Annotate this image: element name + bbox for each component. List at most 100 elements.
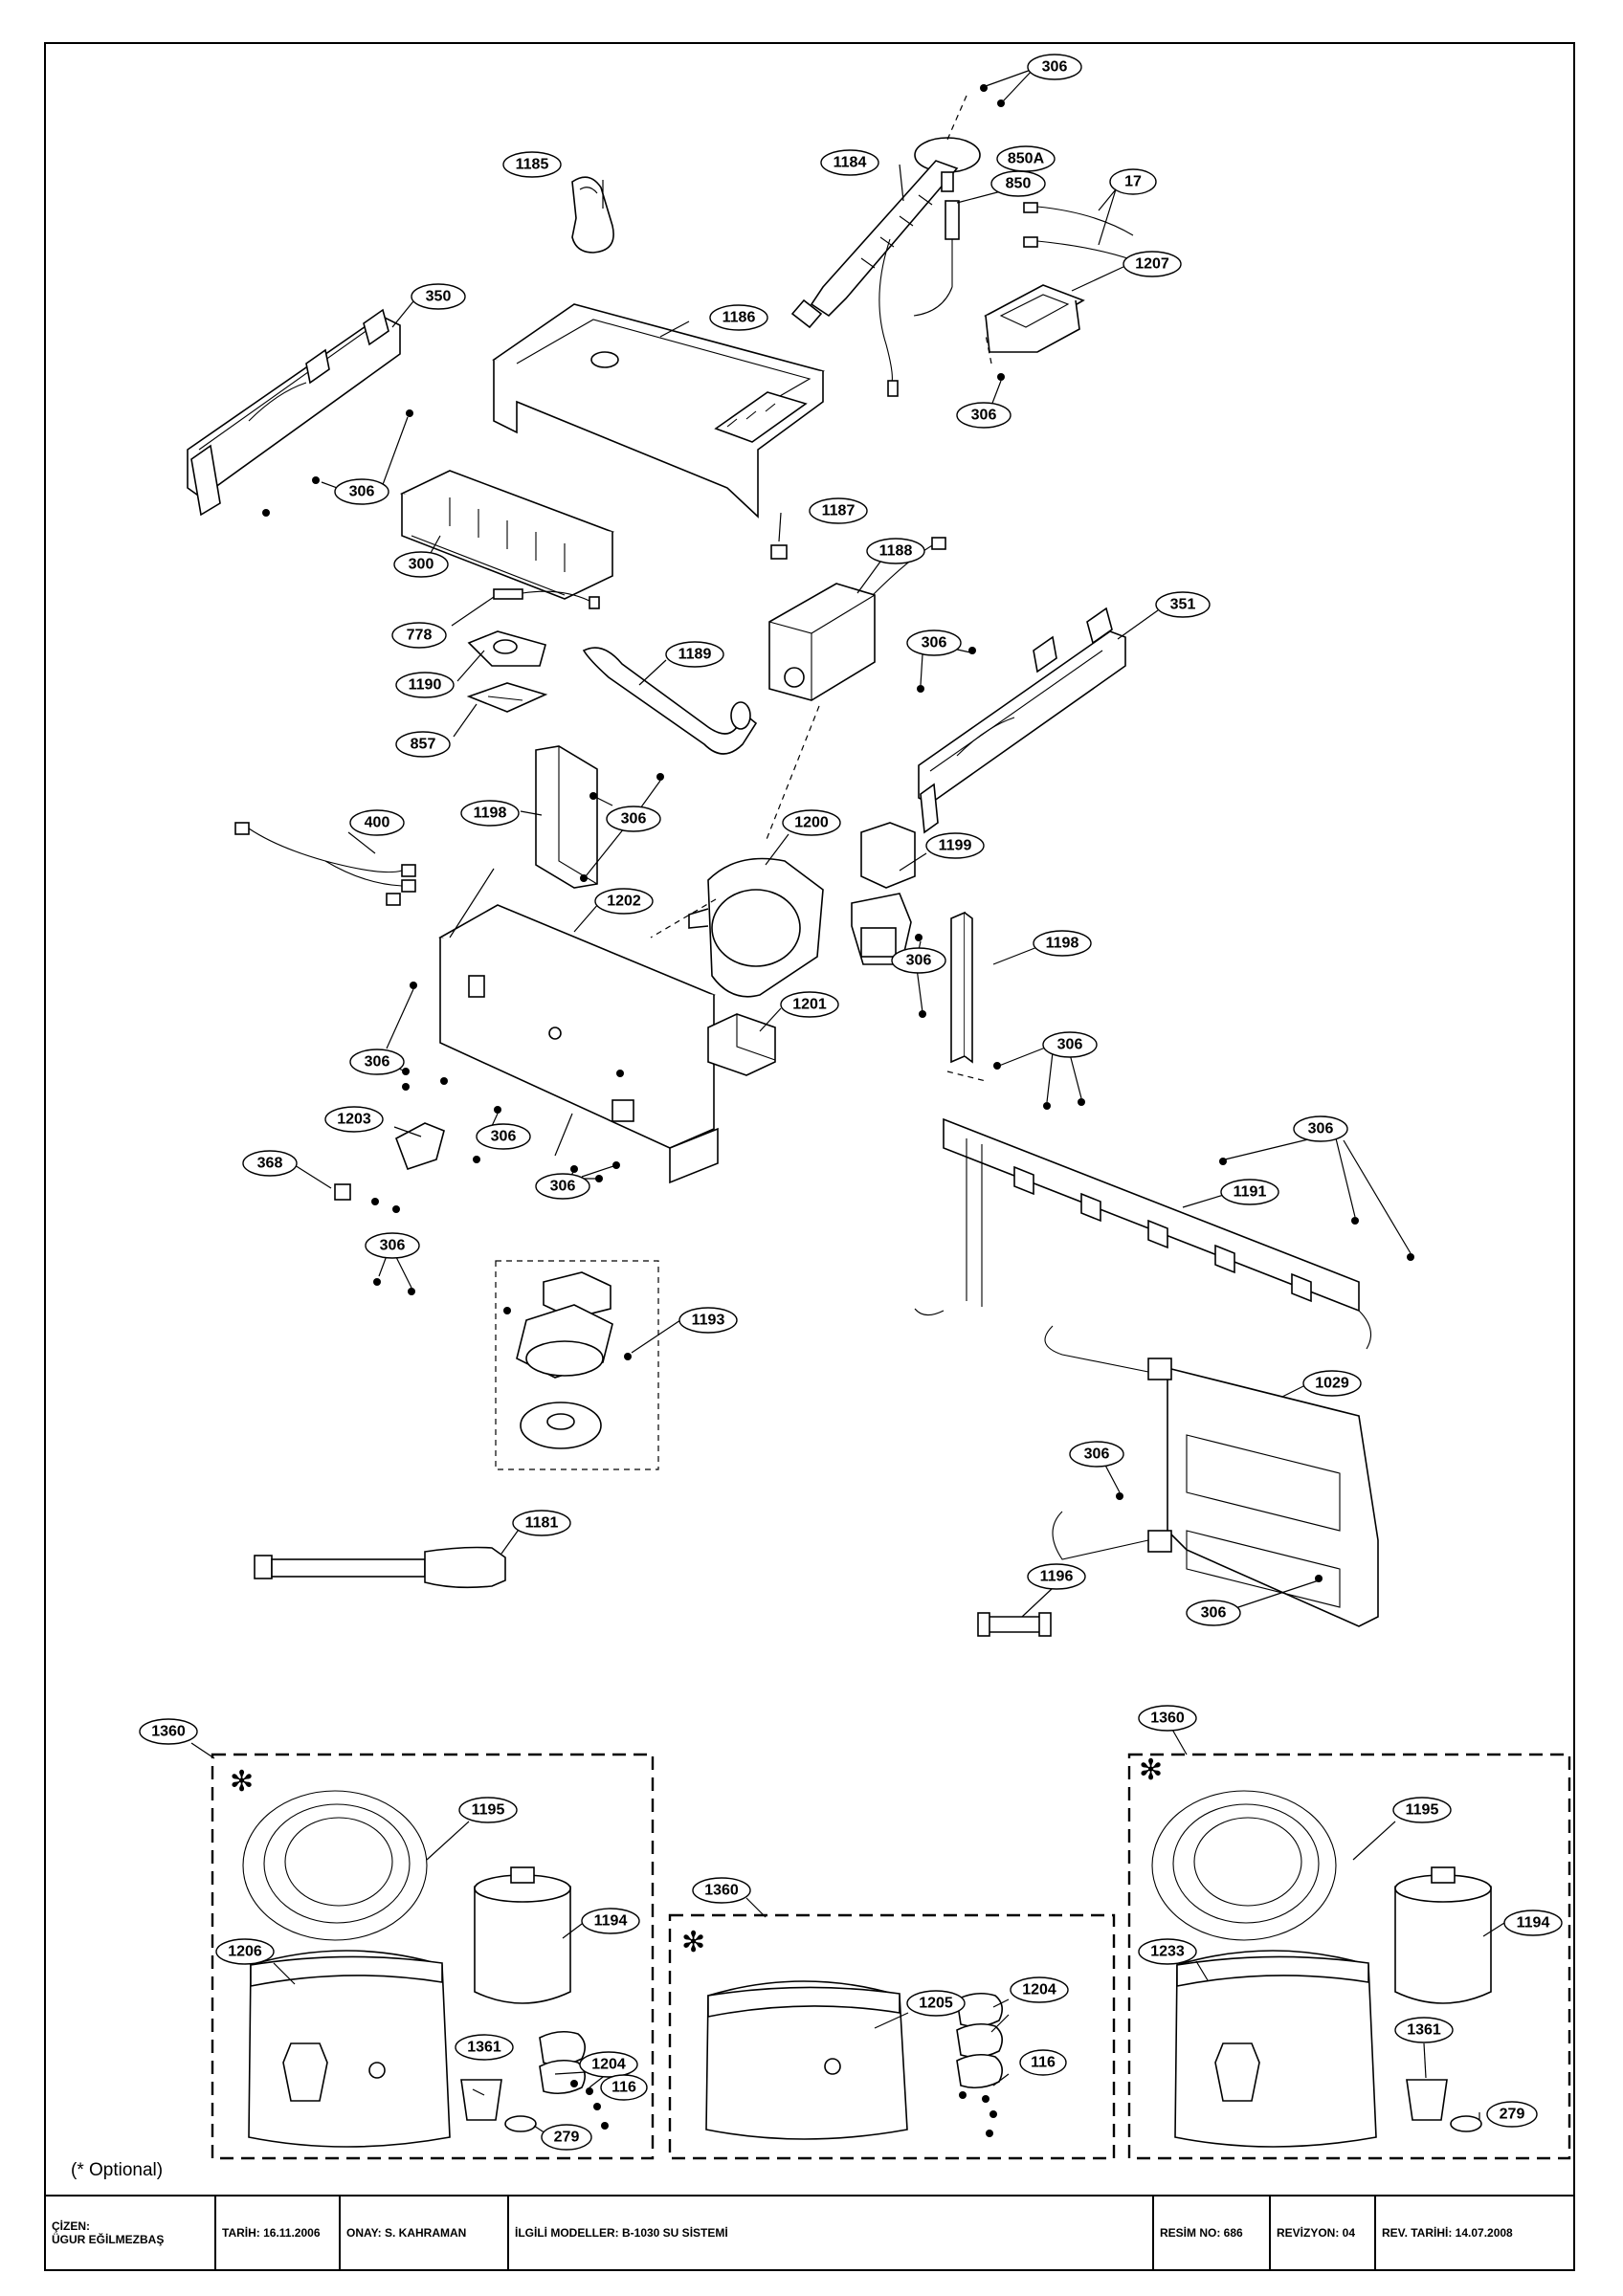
- svg-text:1185: 1185: [516, 157, 549, 173]
- drawing-no-cell: RESİM NO: 686: [1154, 2197, 1271, 2269]
- kit-marker-right: ✻: [1139, 1754, 1163, 1787]
- part-1202-chassis: [438, 904, 719, 1184]
- callout: 351: [1155, 591, 1211, 618]
- callout: 1191: [1220, 1179, 1279, 1205]
- svg-text:279: 279: [1500, 2107, 1525, 2123]
- svg-text:1199: 1199: [939, 838, 972, 854]
- part-400-wire-harness: [234, 822, 416, 906]
- svg-text:17: 17: [1124, 174, 1142, 190]
- part-1201-bracket: [707, 1013, 776, 1076]
- kit-middle-parts: [705, 1980, 1003, 2140]
- svg-text:306: 306: [1042, 59, 1068, 76]
- callout: 850: [990, 170, 1046, 197]
- callout: 306: [606, 806, 661, 832]
- callout: 306: [365, 1232, 420, 1259]
- callout: 306: [535, 1173, 590, 1200]
- svg-text:850A: 850A: [1008, 151, 1045, 167]
- svg-text:306: 306: [1057, 1037, 1083, 1053]
- svg-text:351: 351: [1170, 597, 1196, 613]
- callout: 1361: [455, 2034, 514, 2061]
- svg-text:1361: 1361: [1407, 2022, 1441, 2039]
- svg-text:1204: 1204: [1022, 1982, 1056, 1998]
- callout: 1204: [1010, 1976, 1069, 2003]
- svg-text:306: 306: [922, 635, 947, 651]
- callout: 1361: [1394, 2017, 1454, 2043]
- callout: 1203: [324, 1106, 384, 1133]
- svg-text:1198: 1198: [474, 806, 507, 822]
- kit-marker-middle: ✻: [681, 1926, 705, 1959]
- assembly-lines: [650, 95, 992, 1082]
- svg-text:1190: 1190: [409, 677, 442, 694]
- callout: 116: [1019, 2049, 1067, 2076]
- callout: 1360: [1138, 1705, 1197, 1732]
- svg-text:1360: 1360: [1150, 1711, 1185, 1727]
- part-368-nut: [334, 1183, 351, 1201]
- part-1181-connector-hose: [254, 1546, 506, 1589]
- kit-marker-left: ✻: [230, 1765, 254, 1799]
- callout: 350: [411, 283, 466, 310]
- callout: 1201: [780, 991, 839, 1018]
- kit-box-left: [211, 1753, 655, 2160]
- svg-text:1202: 1202: [607, 894, 641, 910]
- svg-text:306: 306: [380, 1238, 406, 1254]
- svg-text:850: 850: [1006, 176, 1032, 192]
- callout: 1029: [1302, 1370, 1362, 1397]
- drawing-sheet: [44, 42, 1575, 2271]
- svg-text:1193: 1193: [692, 1313, 725, 1329]
- callout: 279: [541, 2124, 592, 2151]
- kit-box-middle: [668, 1913, 1116, 2160]
- callout: 1196: [1027, 1563, 1086, 1590]
- part-1207-cup: [984, 284, 1085, 353]
- part-350-rail: [187, 308, 401, 517]
- part-1187-block: [770, 544, 788, 560]
- callout: 1360: [692, 1877, 751, 1904]
- part-857-lever: [466, 682, 548, 713]
- callout: 1190: [395, 672, 455, 698]
- callout: 306: [1042, 1031, 1098, 1058]
- drawn-by-name: ÜGUR EĞİLMEZBAŞ: [52, 2233, 165, 2246]
- callout: 306: [1027, 54, 1082, 80]
- part-1029-water-tank: [1044, 1325, 1379, 1627]
- part-1200-gear-motor: [688, 857, 824, 998]
- svg-text:279: 279: [554, 2130, 580, 2146]
- callout: 1186: [709, 304, 768, 331]
- part-1186-housing: [492, 303, 825, 519]
- part-1190-cam: [467, 630, 546, 667]
- svg-text:306: 306: [550, 1179, 576, 1195]
- svg-text:306: 306: [491, 1129, 517, 1145]
- part-1185-elbow: [571, 176, 614, 254]
- svg-text:778: 778: [407, 628, 433, 644]
- callout: 116: [600, 2074, 648, 2101]
- svg-text:368: 368: [257, 1156, 283, 1172]
- svg-text:1233: 1233: [1150, 1944, 1185, 1960]
- svg-text:1191: 1191: [1234, 1184, 1267, 1201]
- callout: 17: [1109, 168, 1157, 195]
- kit-right-parts: [1151, 1790, 1492, 2148]
- callout: 1207: [1123, 251, 1182, 277]
- svg-text:306: 306: [1084, 1446, 1110, 1463]
- callout: 1200: [782, 809, 841, 836]
- svg-text:1360: 1360: [151, 1724, 186, 1740]
- svg-text:1181: 1181: [525, 1515, 559, 1532]
- svg-text:116: 116: [611, 2080, 636, 2096]
- svg-text:1198: 1198: [1046, 936, 1079, 952]
- svg-text:306: 306: [365, 1054, 390, 1071]
- callout: 850A: [996, 145, 1056, 172]
- svg-text:1196: 1196: [1040, 1569, 1074, 1585]
- svg-text:1204: 1204: [591, 2057, 626, 2073]
- part-1199-water-valve: [851, 822, 916, 965]
- svg-text:306: 306: [349, 484, 375, 500]
- part-850-heater: [913, 171, 960, 317]
- part-300-ice-mold: [399, 470, 615, 600]
- callout: 306: [334, 478, 389, 505]
- kit-leader-lines: [190, 1727, 1505, 2134]
- callout: 306: [906, 629, 962, 656]
- svg-text:306: 306: [621, 811, 647, 828]
- svg-text:306: 306: [1201, 1605, 1227, 1622]
- part-1198-bracket-right: [950, 911, 973, 1064]
- date-cell: TARİH: 16.11.2006: [216, 2197, 341, 2269]
- part-1198-bracket-left: [535, 745, 598, 889]
- approval-cell: ONAY: S. KAHRAMAN: [341, 2197, 509, 2269]
- svg-text:1186: 1186: [723, 310, 756, 326]
